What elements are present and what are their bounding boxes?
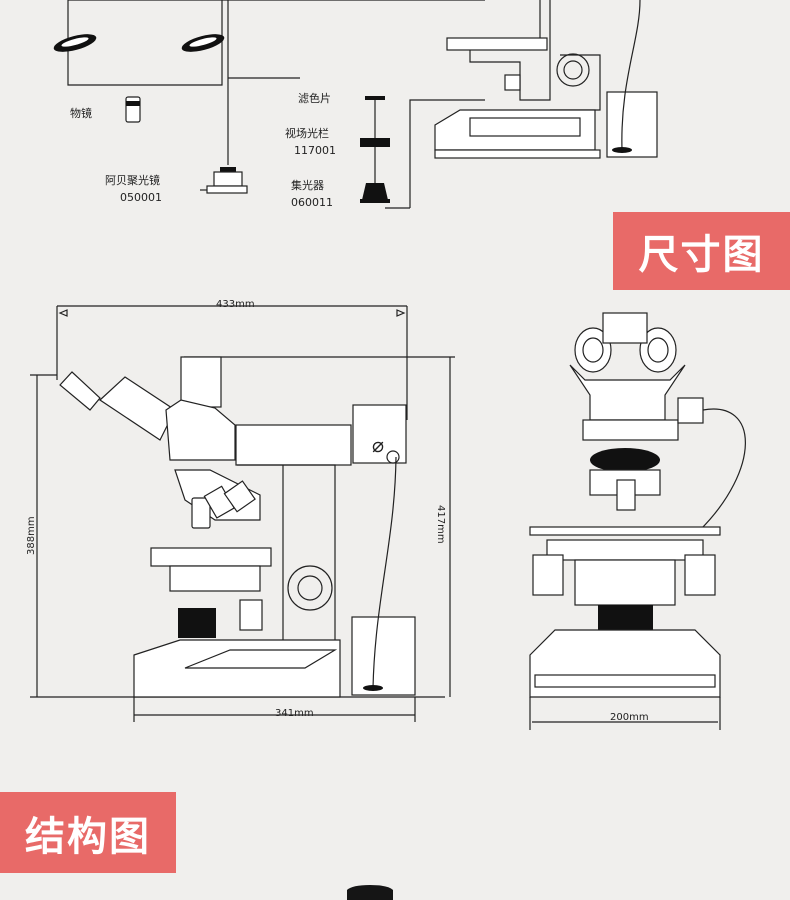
code-collector: 060011 (291, 196, 333, 209)
label-field-diaphragm: 视场光栏 (285, 126, 329, 140)
section-title-structure: 结构图 (0, 792, 176, 873)
filter-icon (365, 96, 385, 100)
front-view-drawing (529, 312, 746, 730)
svg-text:⌀: ⌀ (372, 433, 384, 457)
dim-base-depth: 341mm (275, 708, 314, 719)
label-collector: 集光器 (291, 178, 324, 192)
field-diaphragm-icon (360, 138, 390, 147)
label-abbe-condenser: 阿贝聚光镜 (105, 173, 160, 187)
microscope-photo-partial (347, 885, 393, 900)
side-view-drawing: ⌀ (30, 305, 455, 722)
label-objective: 物镜 (70, 106, 92, 120)
section-title-dimensions: 尺寸图 (613, 212, 790, 290)
dim-total-height: 417mm (435, 505, 446, 544)
objective-turret-icon (53, 34, 225, 52)
code-field-diaphragm: 117001 (294, 144, 336, 157)
objective-icon (125, 96, 141, 123)
label-filter: 滤色片 (298, 91, 331, 105)
collector-icon (360, 183, 390, 203)
microscope-partial-drawing (434, 0, 658, 159)
accessory-connector-lines (67, 0, 485, 209)
dim-front-width: 200mm (610, 712, 649, 723)
dim-eyepiece-height: 388mm (26, 516, 37, 555)
code-abbe-condenser: 050001 (120, 191, 162, 204)
abbe-condenser-icon (200, 167, 248, 194)
dim-overall-width: 433mm (216, 299, 255, 310)
